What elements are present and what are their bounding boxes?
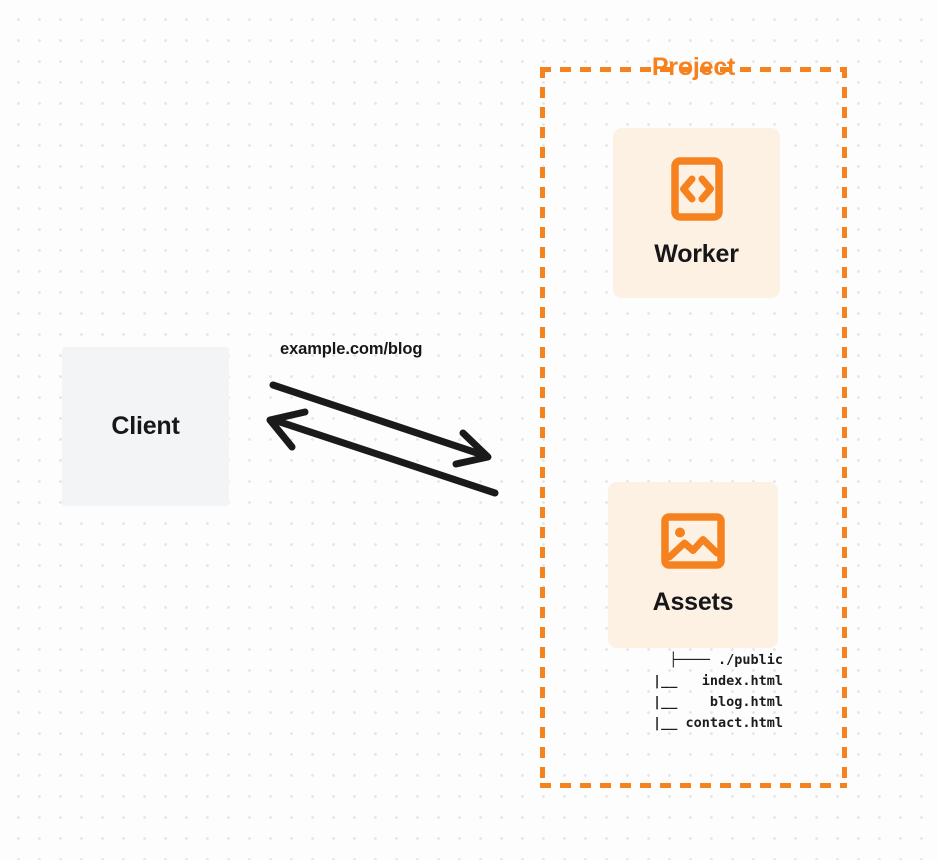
assets-label: Assets	[652, 588, 734, 616]
project-border-top	[540, 67, 847, 72]
image-icon	[661, 513, 725, 574]
response-arrow	[266, 408, 499, 497]
project-border-left	[540, 67, 545, 788]
client-label: Client	[111, 412, 180, 440]
assets-node[interactable]: Assets	[608, 482, 778, 648]
request-arrow	[269, 381, 492, 468]
project-border-right	[842, 67, 847, 788]
project-title: Project	[651, 53, 736, 81]
code-brackets-icon	[670, 157, 723, 226]
connection-label: example.com/blog	[280, 340, 423, 358]
worker-label: Worker	[654, 240, 739, 268]
assets-file-tree: ├──── ./public |__ index.html |__ blog.h…	[652, 652, 783, 731]
worker-node[interactable]: Worker	[613, 128, 780, 298]
project-border-bottom	[540, 783, 847, 788]
project-container: Project Worker Assets	[540, 53, 847, 788]
client-node[interactable]: Client	[62, 347, 229, 506]
